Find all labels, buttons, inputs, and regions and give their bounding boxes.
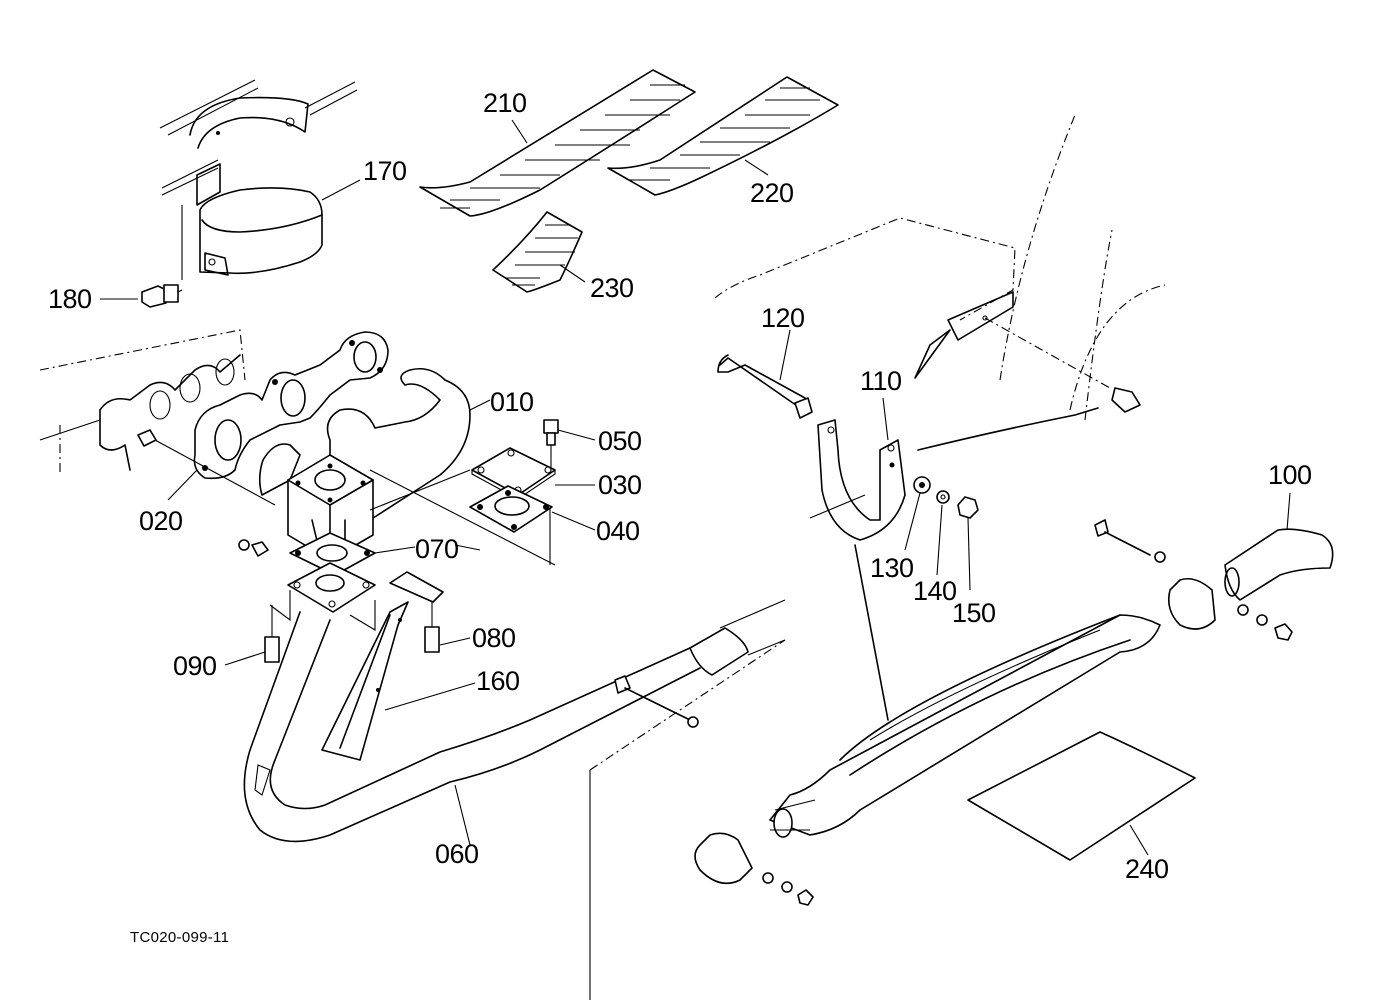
- heat-insulator-240: [967, 731, 1196, 861]
- part-label-130[interactable]: 130: [870, 553, 914, 583]
- figure-code: TC020-099-11: [130, 929, 230, 946]
- tail-pipe-100: [1224, 492, 1334, 601]
- part-label-240[interactable]: 240: [1125, 854, 1169, 884]
- exhaust-manifold-010: [258, 367, 556, 566]
- washers-130-140-150: [904, 476, 979, 591]
- part-label-170[interactable]: 170: [363, 156, 407, 186]
- part-label-050[interactable]: 050: [598, 426, 642, 456]
- clamp-rear: [1094, 519, 1293, 641]
- part-label-020[interactable]: 020: [139, 506, 183, 536]
- part-label-210[interactable]: 210: [483, 88, 527, 118]
- small-nut: [238, 539, 269, 557]
- part-label-040[interactable]: 040: [596, 516, 640, 546]
- frame-rail-top: [159, 79, 358, 280]
- nut-080: [424, 600, 471, 653]
- bolt-050: [543, 419, 596, 470]
- muffler-hanger-110: [809, 397, 906, 721]
- heat-cover-170: [199, 187, 323, 276]
- pipe-bracket-160: [321, 571, 476, 761]
- cover-gasket-040: [469, 485, 553, 565]
- part-label-090[interactable]: 090: [173, 651, 217, 681]
- leader-210: [511, 119, 528, 144]
- leader-220: [744, 159, 769, 176]
- part-label-160[interactable]: 160: [476, 666, 520, 696]
- clamp-front: [589, 639, 814, 1000]
- manifold-gasket-020: [137, 331, 389, 506]
- leader-230: [559, 264, 586, 283]
- part-label-110[interactable]: 110: [860, 366, 902, 396]
- part-label-140[interactable]: 140: [913, 576, 957, 606]
- engine-block: [39, 329, 246, 475]
- part-label-230[interactable]: 230: [590, 273, 634, 303]
- nut-090: [224, 605, 280, 666]
- hook-bolt-120: [717, 329, 813, 419]
- part-label-100[interactable]: 100: [1268, 460, 1312, 490]
- part-label-120[interactable]: 120: [761, 303, 805, 333]
- insulation-pad-220: [607, 76, 839, 196]
- part-label-150[interactable]: 150: [952, 598, 996, 628]
- part-label-080[interactable]: 080: [472, 623, 516, 653]
- part-label-220[interactable]: 220: [750, 178, 794, 208]
- part-label-070[interactable]: 070: [415, 534, 459, 564]
- frame-panel-right: [714, 114, 1166, 451]
- leader-040: [551, 511, 596, 531]
- insulation-pad-210: [419, 69, 696, 217]
- exhaust-pipe-060: [243, 599, 786, 846]
- bolt-180: [100, 284, 183, 308]
- muffler: [769, 614, 1161, 838]
- gasket-070: [289, 532, 416, 576]
- leader-070: [454, 544, 481, 551]
- part-label-060[interactable]: 060: [435, 839, 479, 869]
- part-label-010[interactable]: 010: [490, 387, 534, 417]
- leader-170: [321, 179, 361, 201]
- insulation-pad-230: [492, 211, 583, 293]
- part-label-030[interactable]: 030: [598, 470, 642, 500]
- part-label-180[interactable]: 180: [48, 284, 92, 314]
- pipe-flange: [269, 562, 376, 631]
